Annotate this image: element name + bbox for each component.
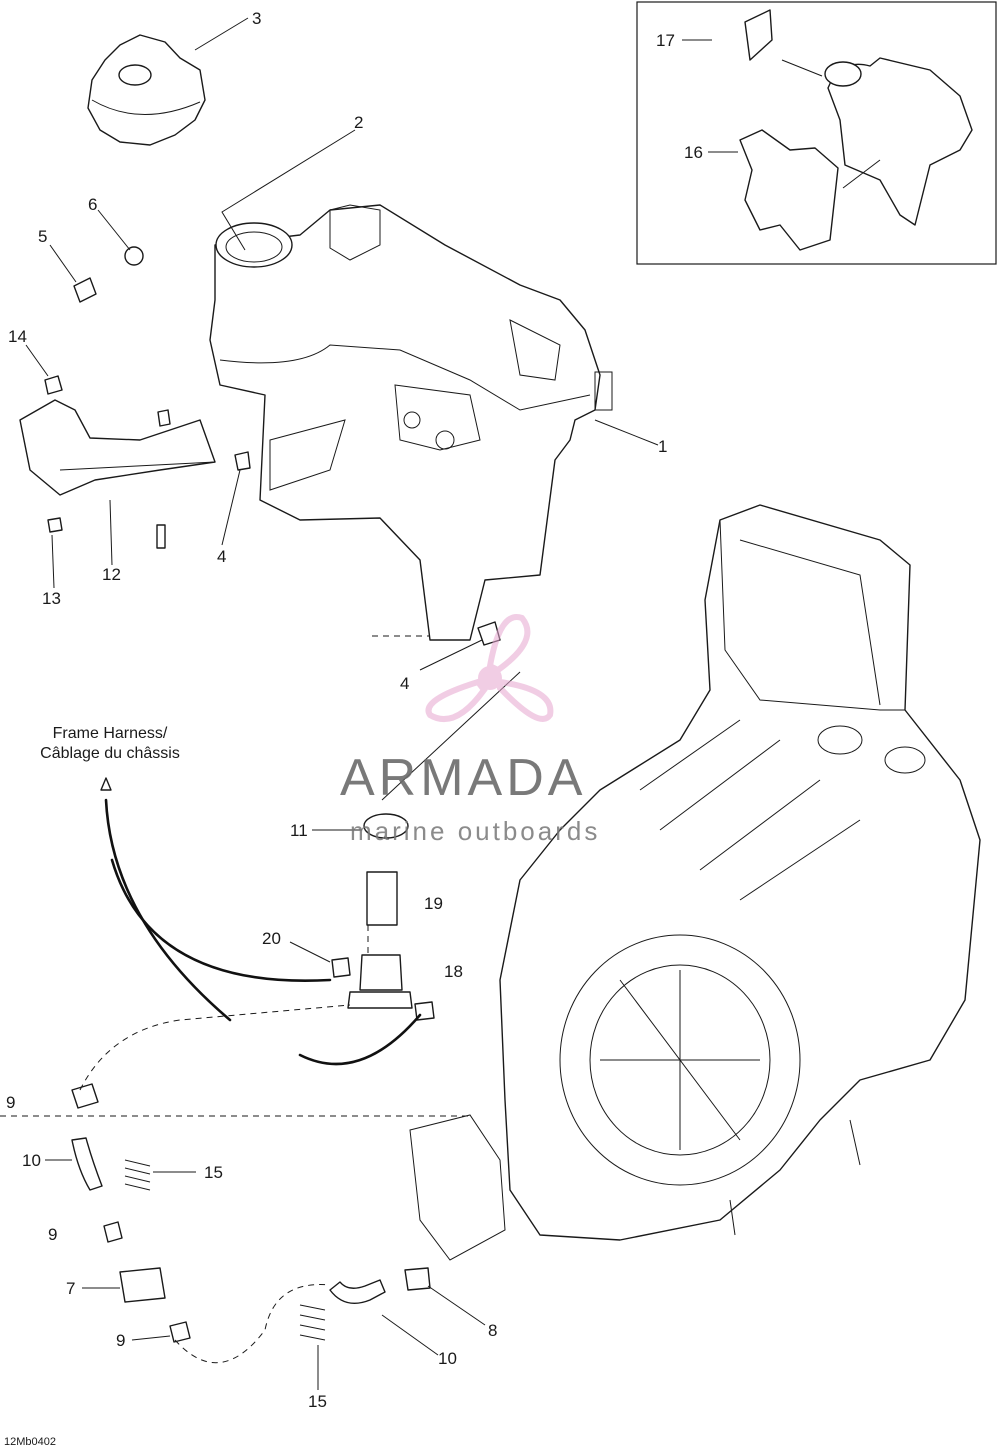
hoses — [71, 925, 386, 1364]
callout-13: 13 — [42, 589, 61, 608]
callout-labels: 1 2 3 4 4 5 6 7 8 9 9 9 10 10 11 12 13 1… — [6, 9, 703, 1411]
callout-2: 2 — [354, 113, 363, 132]
callout-4-upper: 4 — [217, 547, 226, 566]
callout-3: 3 — [252, 9, 261, 28]
frame-harness-label-en: Frame Harness/ — [52, 725, 168, 742]
callout-4-lower: 4 — [400, 674, 409, 693]
figure-reference: 12Mb0402 — [4, 1436, 56, 1448]
callout-7: 7 — [66, 1279, 75, 1298]
callout-9-middle: 9 — [48, 1225, 57, 1244]
callout-15-bottom: 15 — [308, 1392, 327, 1411]
inset-panel — [636, 1, 997, 265]
harness-wires — [100, 777, 422, 1066]
watermark-propeller-icon — [425, 614, 554, 722]
callout-11: 11 — [290, 821, 308, 840]
callout-12: 12 — [102, 565, 121, 584]
tank-part-1 — [209, 204, 613, 641]
cap-knob-part-3 — [87, 34, 206, 146]
watermark-brand: ARMADA — [340, 749, 587, 807]
callout-18: 18 — [444, 962, 463, 981]
leader-lines — [0, 17, 738, 1390]
callout-15-right: 15 — [204, 1163, 223, 1182]
watermark-tagline: marine outboards — [350, 816, 601, 846]
callout-1: 1 — [658, 437, 667, 456]
callout-10-bottom: 10 — [438, 1349, 457, 1368]
callout-20: 20 — [262, 929, 281, 948]
callout-9-bottom: 9 — [116, 1331, 125, 1350]
frame-harness-label-fr: Câblage du châssis — [40, 745, 180, 762]
callout-9-top: 9 — [6, 1093, 15, 1112]
engine-block — [409, 504, 981, 1261]
frame-harness-label: Frame Harness/ Câblage du châssis — [10, 724, 210, 764]
callout-16: 16 — [684, 143, 703, 162]
callout-6: 6 — [88, 195, 97, 214]
bracket-part-12 — [19, 399, 216, 496]
callout-10-left: 10 — [22, 1151, 41, 1170]
callout-8: 8 — [488, 1321, 497, 1340]
springs-part-15 — [124, 1159, 326, 1341]
callout-19: 19 — [424, 894, 443, 913]
hardware-parts — [44, 246, 501, 646]
fuel-components — [71, 813, 435, 1343]
callout-14: 14 — [8, 327, 27, 346]
callout-17: 17 — [656, 31, 675, 50]
callout-5: 5 — [38, 227, 47, 246]
